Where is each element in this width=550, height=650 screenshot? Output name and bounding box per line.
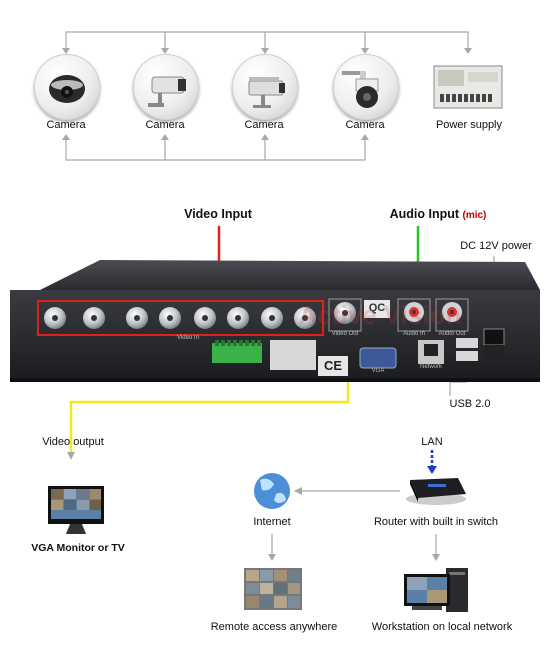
power-supply-icon	[433, 65, 503, 109]
camera-3-label: Camera	[244, 119, 284, 131]
camera-3-node	[232, 54, 298, 120]
audio-input-label: Audio Input (mic)	[378, 207, 498, 221]
router-device	[406, 478, 466, 505]
top-bus-lines	[65, 31, 469, 50]
camera-2-node	[133, 54, 199, 120]
watermark: Active Vision	[298, 300, 462, 330]
vga-panel-label: VGA	[371, 368, 385, 374]
ce-mark: CE	[323, 358, 343, 373]
bullet-camera-icon	[148, 76, 186, 107]
camera-4-label: Camera	[345, 119, 385, 131]
video-out-panel-label: Video Out	[331, 331, 359, 337]
dc-power-label: DC 12V power	[460, 240, 532, 252]
usb-label: USB 2.0	[449, 398, 491, 410]
ptz-camera-icon	[342, 71, 379, 108]
lan-label: LAN	[421, 436, 443, 448]
video-in-bnc-row	[44, 307, 316, 329]
camera-1-label: Camera	[46, 119, 86, 131]
remote-access-label: Remote access anywhere	[210, 621, 338, 633]
workstation-label: Workstation on local network	[371, 621, 513, 633]
top-bus-arrows	[62, 48, 472, 54]
qc-sticker: QC	[368, 302, 386, 314]
dvr-unit	[10, 260, 540, 382]
globe-graphic	[254, 473, 290, 509]
mic-tag: (mic)	[462, 210, 487, 221]
workstation-graphic	[404, 568, 468, 612]
network-panel-label: Network	[419, 364, 442, 370]
housing-camera-icon	[248, 77, 285, 108]
video-input-label: Video Input	[184, 207, 252, 221]
internet-label: Internet	[253, 516, 291, 528]
dome-camera-icon	[49, 75, 85, 103]
vga-monitor-graphic	[48, 486, 104, 534]
camera-bus-lines	[65, 137, 366, 161]
audio-out-panel-label: Audio Out	[438, 331, 466, 337]
audio-in-panel-label: Audio In	[402, 331, 426, 337]
video-input-highlight	[37, 300, 324, 336]
vga-monitor-label: VGA Monitor or TV	[31, 542, 125, 554]
camera-4-node	[333, 54, 399, 120]
video-in-panel-label: Video In	[177, 335, 199, 341]
power-supply-label: Power supply	[435, 119, 503, 131]
camera-1-node	[34, 54, 100, 120]
router-label: Router with built in switch	[373, 516, 499, 528]
remote-access-graphic	[244, 568, 302, 610]
audio-input-text: Audio Input	[389, 207, 460, 221]
video-output-label: Video output	[42, 436, 104, 448]
camera-2-label: Camera	[145, 119, 185, 131]
power-supply-node	[432, 64, 504, 110]
